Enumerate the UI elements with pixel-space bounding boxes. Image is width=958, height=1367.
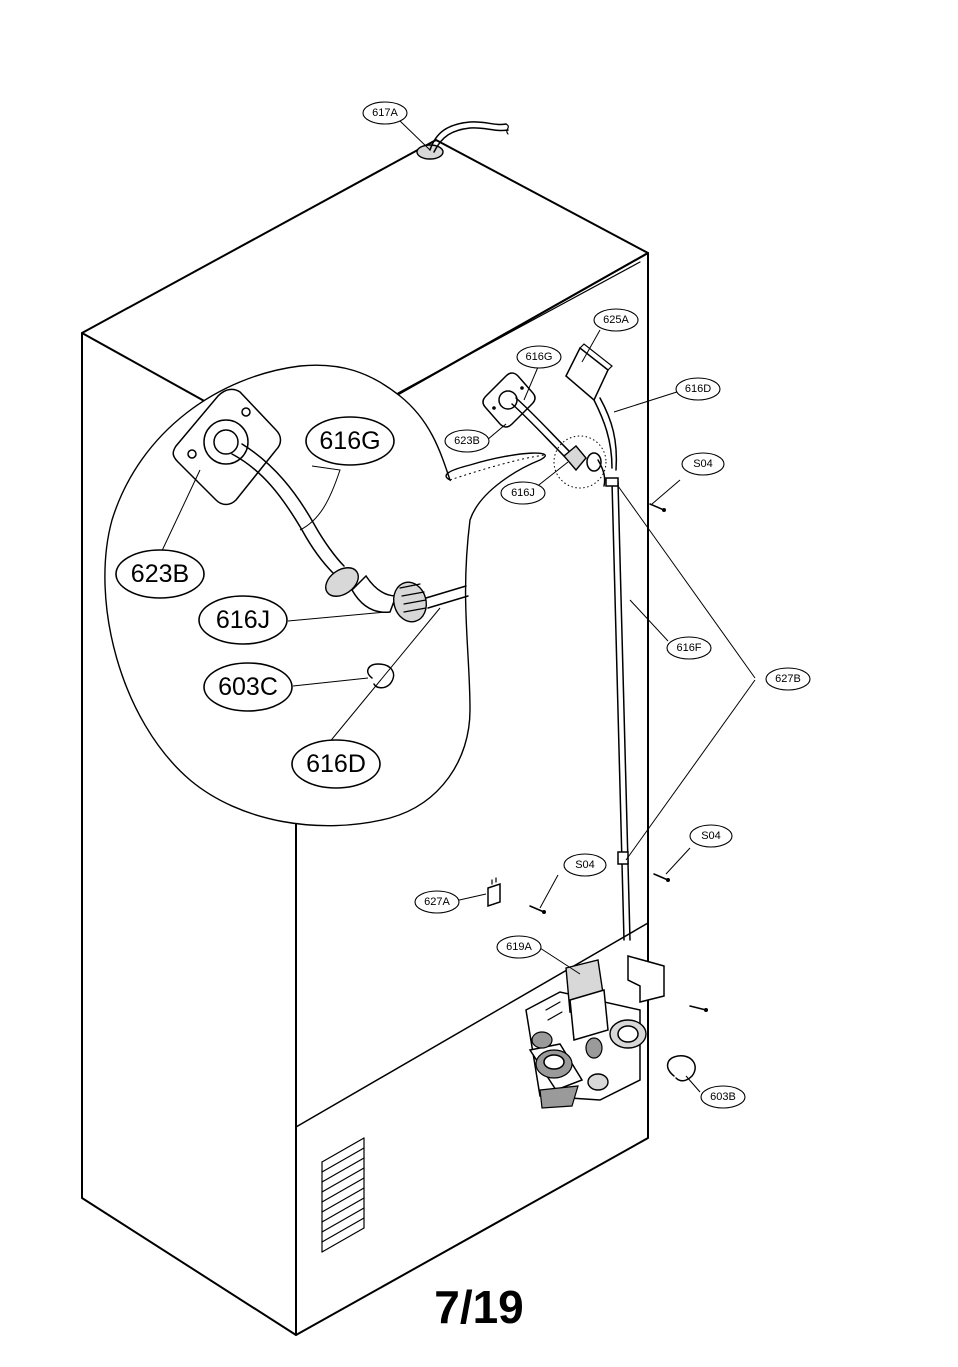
tube-616g-small	[511, 397, 571, 459]
elbow-616j-large	[325, 567, 427, 623]
svg-text:616G: 616G	[526, 351, 553, 363]
label-s04-top: S04	[681, 452, 725, 476]
svg-text:S04: S04	[693, 458, 713, 470]
label-616j-small: 616J	[500, 481, 546, 505]
tube-616g-large	[231, 443, 345, 575]
svg-text:616D: 616D	[685, 383, 711, 395]
label-623b-large: 623B	[115, 549, 205, 599]
svg-text:616J: 616J	[511, 487, 535, 499]
detail-magnifier-callout	[104, 364, 546, 827]
label-616g-large: 616G	[305, 416, 395, 466]
label-627b: 627B	[765, 667, 811, 691]
elbow-616j-small	[563, 445, 602, 472]
clamp-627a	[487, 877, 501, 908]
label-617a: 617A	[362, 101, 408, 125]
label-616g-small: 616G	[516, 345, 562, 369]
clip-603c-large	[367, 663, 395, 689]
svg-text:617A: 617A	[372, 107, 398, 119]
clip-603b	[666, 1055, 696, 1082]
label-s04-mid: S04	[563, 853, 607, 877]
tube-616f	[605, 477, 631, 941]
svg-text:616D: 616D	[306, 750, 366, 778]
label-627a: 627A	[414, 890, 460, 914]
svg-text:625A: 625A	[603, 314, 629, 326]
screws-s04	[529, 503, 708, 1012]
label-623b-small: 623B	[444, 429, 490, 453]
water-valve-619a	[525, 955, 665, 1109]
label-616d-small: 616D	[675, 377, 721, 401]
svg-text:623B: 623B	[454, 435, 480, 447]
svg-text:S04: S04	[701, 830, 721, 842]
svg-text:S04: S04	[575, 859, 595, 871]
svg-text:603B: 603B	[710, 1091, 736, 1103]
tube-616d-large	[425, 585, 469, 609]
svg-text:616F: 616F	[676, 642, 701, 654]
svg-text:623B: 623B	[131, 560, 189, 588]
svg-text:616G: 616G	[319, 427, 380, 455]
leader-lines	[159, 120, 756, 1093]
svg-text:619A: 619A	[506, 941, 532, 953]
label-603b: 603B	[700, 1085, 746, 1109]
label-625a: 625A	[593, 308, 639, 332]
page-number: 7/19	[434, 1281, 524, 1333]
svg-text:616J: 616J	[216, 606, 270, 634]
label-603c-large: 603C	[203, 662, 293, 712]
vent-grille	[321, 1137, 365, 1253]
label-616d-large: 616D	[291, 739, 381, 789]
label-s04-right: S04	[689, 824, 733, 848]
svg-text:603C: 603C	[218, 673, 278, 701]
flange-623b-large	[172, 388, 282, 506]
top-water-line	[416, 121, 509, 160]
label-616j-large: 616J	[198, 595, 288, 645]
label-619a: 619A	[496, 935, 542, 959]
svg-text:627A: 627A	[424, 896, 450, 908]
svg-text:627B: 627B	[775, 673, 801, 685]
connector-625a	[565, 343, 618, 487]
label-616f: 616F	[666, 636, 712, 660]
